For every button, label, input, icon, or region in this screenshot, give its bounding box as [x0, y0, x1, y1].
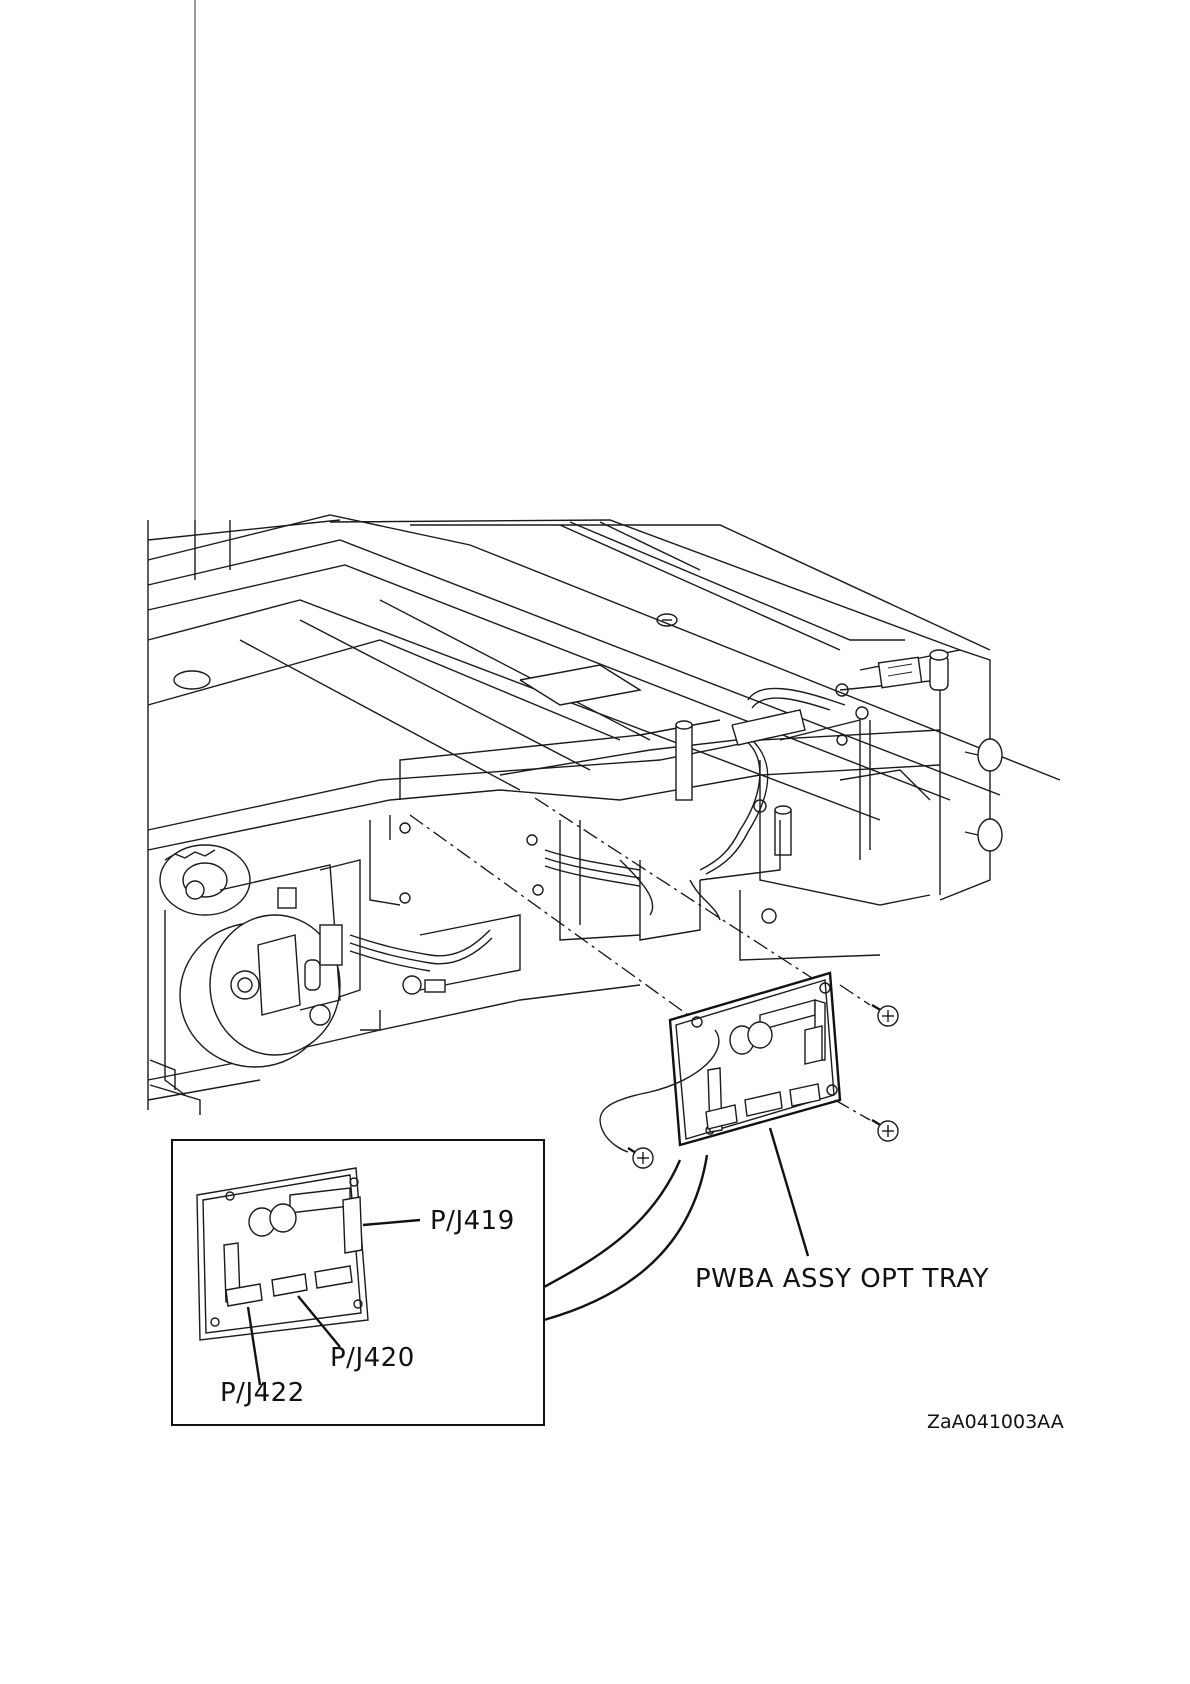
screw-icon — [628, 1148, 653, 1168]
figure-id: ZaA041003AA — [927, 1411, 1064, 1433]
alignment-lines — [410, 798, 870, 1120]
label-pj420: P/J420 — [330, 1343, 415, 1373]
label-pj422: P/J422 — [220, 1378, 305, 1408]
pwba-board — [600, 973, 840, 1152]
label-pj419: P/J419 — [430, 1206, 515, 1236]
screw-icon — [872, 1120, 898, 1141]
screw-icon — [872, 1005, 898, 1026]
pwba-leader — [770, 1128, 808, 1256]
label-pwba-assy: PWBA ASSY OPT TRAY — [695, 1264, 989, 1294]
printer-chassis — [148, 0, 1060, 1115]
